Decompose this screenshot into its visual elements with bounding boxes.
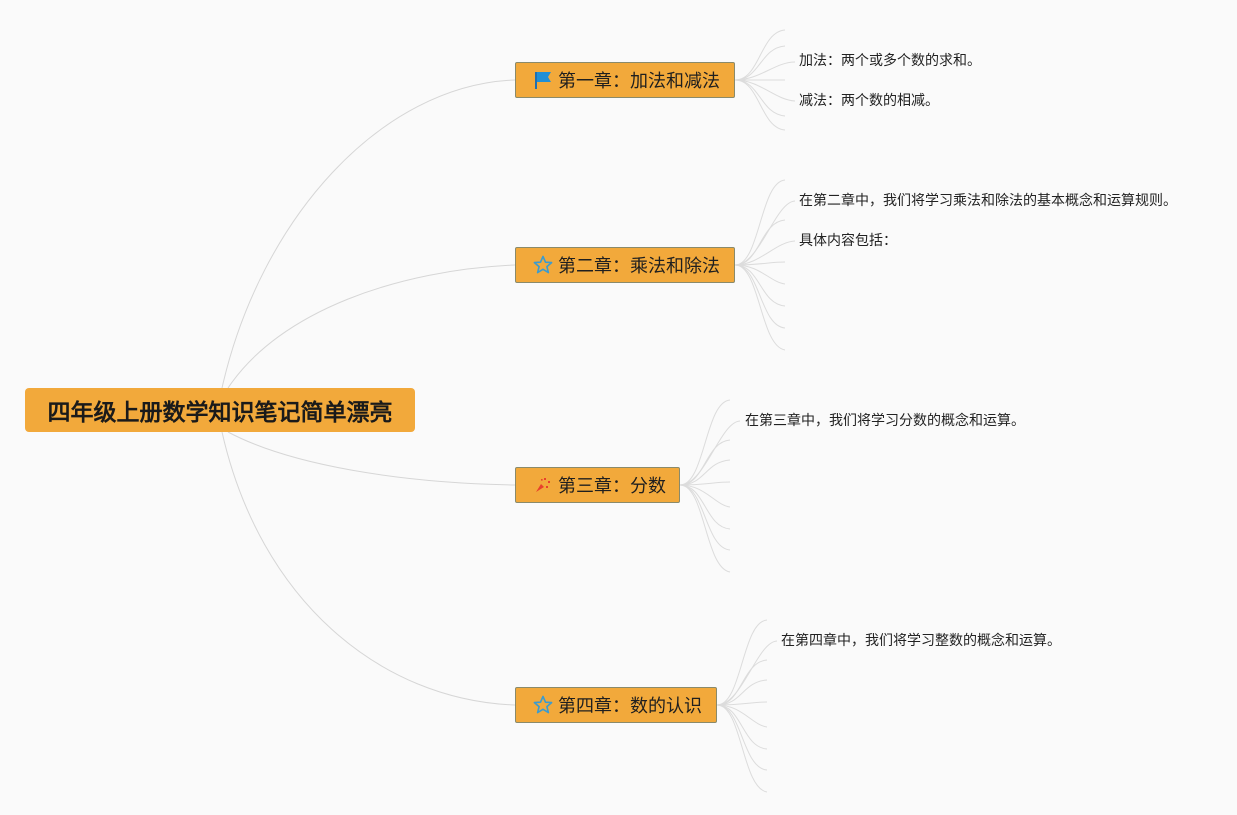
chapter-2-topic[interactable]: 第二章：乘法和除法: [515, 247, 735, 283]
chapter-2-note-2[interactable]: 具体内容包括：: [799, 233, 897, 249]
root-link-ch4: [221, 431, 516, 706]
root-topic[interactable]: 四年级上册数学知识笔记简单漂亮: [25, 388, 415, 432]
chapter-3-note-1[interactable]: 在第三章中，我们将学习分数的概念和运算。: [745, 413, 1025, 429]
root-link-ch3: [227, 431, 516, 486]
chapter-3-title: 第三章：分数: [558, 476, 666, 497]
chapter-4-title: 第四章：数的认识: [558, 696, 702, 717]
chapter-4-topic[interactable]: 第四章：数的认识: [515, 687, 717, 723]
chapter-1-note-2[interactable]: 减法：两个数的相减。: [799, 93, 939, 109]
ch1-branches: [734, 29, 796, 131]
chapter-2-note-1[interactable]: 在第二章中，我们将学习乘法和除法的基本概念和运算规则。: [799, 193, 1177, 209]
root-topic-title: 四年级上册数学知识笔记简单漂亮: [47, 400, 393, 426]
flag-icon: [532, 69, 554, 91]
party-icon: [532, 474, 554, 496]
ch4-branches: [716, 619, 778, 793]
chapter-3-topic[interactable]: 第三章：分数: [515, 467, 680, 503]
star-icon: [532, 254, 554, 276]
chapter-1-note-1[interactable]: 加法：两个或多个数的求和。: [799, 53, 981, 69]
star-icon: [532, 694, 554, 716]
chapter-1-title: 第一章：加法和减法: [558, 71, 720, 92]
chapter-1-topic[interactable]: 第一章：加法和减法: [515, 62, 735, 98]
root-link-ch1: [221, 79, 516, 389]
ch3-branches: [679, 399, 741, 573]
ch2-branches: [734, 179, 796, 351]
chapter-2-title: 第二章：乘法和除法: [558, 256, 720, 277]
chapter-4-note-1[interactable]: 在第四章中，我们将学习整数的概念和运算。: [781, 633, 1061, 649]
root-link-ch2: [227, 264, 516, 389]
